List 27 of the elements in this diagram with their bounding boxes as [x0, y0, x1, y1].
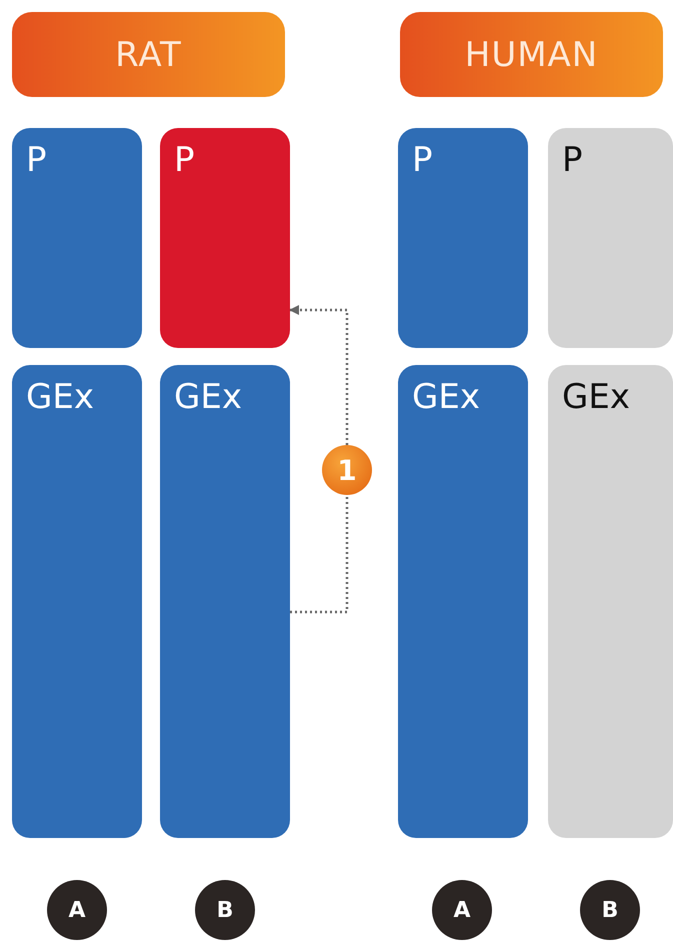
header-banner [400, 12, 663, 97]
header-label: HUMAN [464, 34, 598, 74]
block [548, 365, 673, 838]
block-label: GEx [412, 377, 481, 417]
header-label: RAT [115, 34, 182, 74]
step-badge [322, 445, 372, 495]
block [160, 128, 290, 348]
block-label: GEx [174, 377, 243, 417]
block-label: P [26, 140, 48, 180]
block-label: GEx [562, 377, 631, 417]
step-number: 1 [337, 454, 357, 486]
column-letter: B [216, 898, 234, 922]
block-label: P [562, 140, 584, 180]
block [398, 365, 528, 838]
header-banner [12, 12, 285, 97]
block [548, 128, 673, 348]
dotted-arrow [289, 305, 348, 445]
block-label: P [412, 140, 434, 180]
block [160, 365, 290, 838]
block [12, 128, 142, 348]
block [12, 365, 142, 838]
block-label: GEx [26, 377, 95, 417]
column-letter: B [602, 898, 618, 922]
column-letter: A [453, 898, 471, 922]
block [398, 128, 528, 348]
column-letter: A [68, 898, 86, 922]
block-label: P [174, 140, 196, 180]
